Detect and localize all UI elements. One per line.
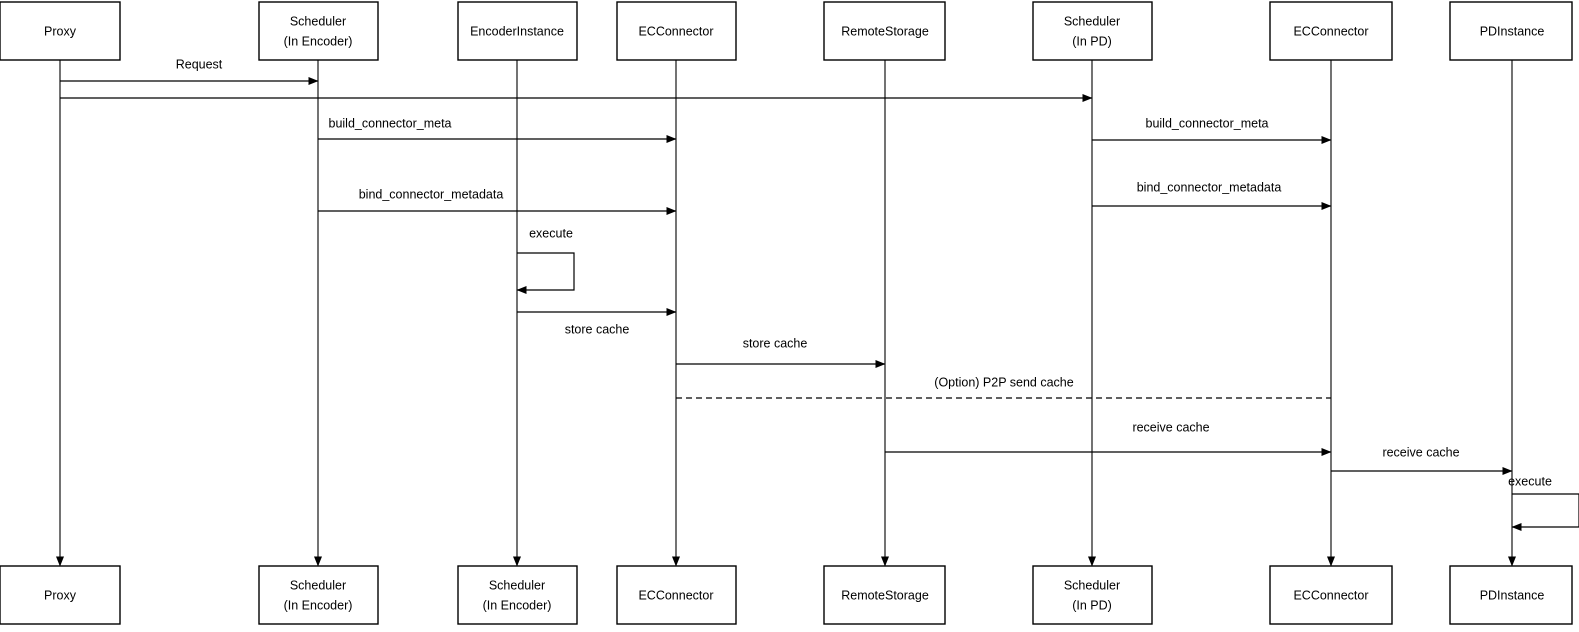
participant-footer-label-scheduler-pd-footer-line2: (In PD) [1072,598,1112,612]
participant-header-label-remote-storage: RemoteStorage [841,24,929,38]
participant-header-label-encoder-instance: EncoderInstance [470,24,564,38]
message-label-receive-cache-pd: receive cache [1382,445,1459,459]
message-label-receive-cache-remote: receive cache [1132,420,1209,434]
participant-header-label-scheduler-encoder-line2: (In Encoder) [284,34,353,48]
participant-header-box-scheduler-pd[interactable] [1032,1,1153,61]
message-label-build-connector-meta-pd: build_connector_meta [1146,116,1269,130]
participant-footer-boxes: Proxy Scheduler (In Encoder) Scheduler (In E… [0,565,1573,625]
participant-header-label-pd-instance: PDInstance [1480,24,1545,38]
message-label-store-cache-enc: store cache [565,322,630,336]
participant-header-box-ec-connector-pd[interactable] [1269,1,1393,61]
participant-footer-label-scheduler-encoder-footer-line1: Scheduler [290,578,346,592]
participant-footer-box-scheduler-pd-footer[interactable] [1032,565,1153,625]
participant-footer-label-scheduler-encoder-footer-line2: (In Encoder) [284,598,353,612]
participant-footer-label-scheduler-pd-footer-line1: Scheduler [1064,578,1120,592]
participant-header-boxes: Proxy Scheduler (In Encoder) EncoderInstanc… [0,1,1573,61]
message-label-build-connector-meta-enc: build_connector_meta [329,116,452,130]
lifelines-group [56,60,1516,567]
message-label-p2p-send-cache: (Option) P2P send cache [934,375,1073,389]
participant-footer-box-ec-connector-enc-footer[interactable] [616,565,737,625]
participant-footer-box-encoder-instance-footer[interactable] [457,565,578,625]
self-message-path-execute-encoder[interactable] [516,252,575,294]
participant-footer-box-scheduler-encoder-footer[interactable] [258,565,379,625]
participant-header-box-encoder-instance[interactable] [457,1,578,61]
participant-footer-label-proxy-footer: Proxy [44,588,77,602]
participant-header-label-proxy: Proxy [44,24,77,38]
participant-footer-label-ec-connector-enc-footer: ECConnector [638,588,713,602]
participant-footer-label-encoder-instance-footer-line1: Scheduler [489,578,545,592]
participant-header-box-remote-storage[interactable] [823,1,946,61]
participant-footer-box-ec-connector-pd-footer[interactable] [1269,565,1393,625]
participant-footer-label-ec-connector-pd-footer: ECConnector [1293,588,1368,602]
participant-header-box-scheduler-encoder[interactable] [258,1,379,61]
participant-header-label-ec-connector-enc: ECConnector [638,24,713,38]
participant-header-box-pd-instance[interactable] [1449,1,1573,61]
participant-header-label-scheduler-pd-line2: (In PD) [1072,34,1112,48]
message-label-bind-connector-meta-pd: bind_connector_metadata [1137,180,1282,194]
self-message-path-execute-pdinstance[interactable] [1511,493,1579,531]
messages-group: Request build_connector_meta build_connect… [60,57,1513,475]
message-label-store-cache-remote: store cache [743,336,808,350]
participant-header-box-proxy[interactable] [0,1,121,61]
participant-footer-label-pd-instance-footer: PDInstance [1480,588,1545,602]
participant-footer-label-encoder-instance-footer-line2: (In Encoder) [483,598,552,612]
message-label-request: Request [176,57,223,71]
participant-header-box-ec-connector-enc[interactable] [616,1,737,61]
participant-footer-box-pd-instance-footer[interactable] [1449,565,1573,625]
participant-header-label-scheduler-pd-line1: Scheduler [1064,14,1120,28]
participant-header-label-scheduler-encoder-line1: Scheduler [290,14,346,28]
participant-header-label-ec-connector-pd: ECConnector [1293,24,1368,38]
self-message-label-execute-encoder: execute [529,226,573,240]
participant-footer-box-proxy-footer[interactable] [0,565,121,625]
self-messages-group: execute execute [516,226,1579,531]
message-label-bind-connector-meta-enc: bind_connector_metadata [359,187,504,201]
participant-footer-label-remote-storage-footer: RemoteStorage [841,588,929,602]
self-message-label-execute-pdinstance: execute [1508,474,1552,488]
participant-footer-box-remote-storage-footer[interactable] [823,565,946,625]
